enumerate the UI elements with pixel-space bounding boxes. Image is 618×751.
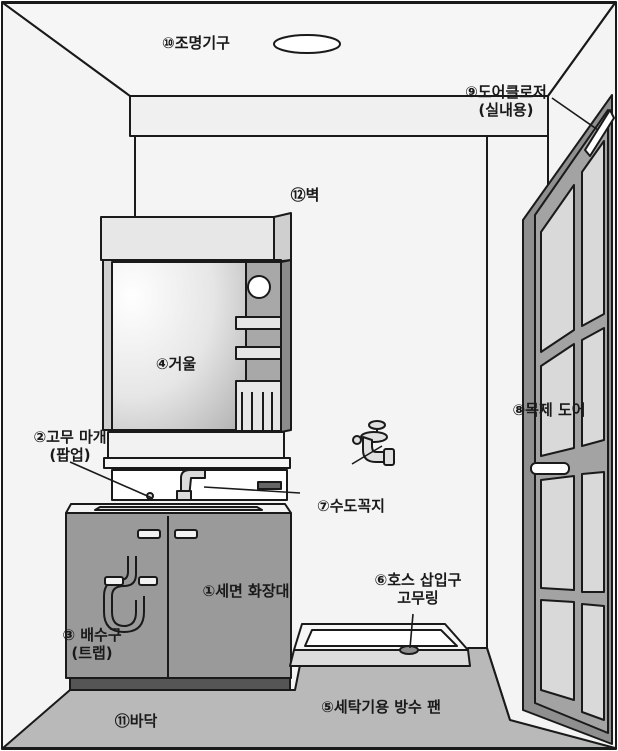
ceiling-beam bbox=[129, 95, 549, 137]
label-sink-vanity-text: ①세면 화장대 bbox=[202, 582, 290, 600]
mirror-glass bbox=[111, 261, 247, 431]
label-rubber-plug-line1: ②고무 마개 bbox=[33, 428, 107, 446]
vanity-unit bbox=[65, 212, 292, 691]
label-wood-door-text: ⑧목제 도어 bbox=[512, 401, 586, 419]
hose-rubber-ring bbox=[399, 645, 419, 655]
label-drain-line2: (트랩) bbox=[71, 644, 113, 662]
label-wall-text: ⑫벽 bbox=[290, 186, 320, 204]
label-door-closer: ⑨도어클로저 (실내용) bbox=[465, 83, 547, 119]
label-floor: ⑪바닥 bbox=[115, 712, 158, 730]
label-hose-ring-line2: 고무링 bbox=[397, 589, 439, 607]
label-ceiling-light-text: ⑩조명기구 bbox=[162, 34, 230, 52]
label-faucet: ⑦수도꼭지 bbox=[317, 497, 385, 515]
label-washer-pan-text: ⑤세탁기용 방수 팬 bbox=[321, 698, 441, 716]
label-rubber-plug-line2: (팝업) bbox=[49, 446, 91, 464]
label-door-closer-line2: (실내용) bbox=[478, 101, 534, 119]
label-door-closer-line1: ⑨도어클로저 bbox=[465, 83, 547, 101]
label-drain: ③ 배수구 (트랩) bbox=[62, 626, 121, 662]
washer-pan bbox=[289, 623, 471, 667]
wall-faucet bbox=[352, 420, 395, 466]
label-wood-door: ⑧목제 도어 bbox=[512, 401, 585, 419]
label-sink-vanity: ①세면 화장대 bbox=[203, 582, 290, 600]
label-hose-ring-line1: ⑥호스 삽입구 bbox=[374, 571, 462, 589]
label-rubber-plug: ②고무 마개 (팝업) bbox=[33, 428, 106, 464]
door-handle bbox=[530, 462, 570, 475]
drain-trap bbox=[111, 556, 137, 627]
label-wall: ⑫벽 bbox=[291, 186, 320, 204]
label-washer-pan: ⑤세탁기용 방수 팬 bbox=[321, 698, 441, 716]
label-drain-line1: ③ 배수구 bbox=[62, 626, 122, 644]
leader-lines bbox=[69, 97, 599, 649]
label-faucet-text: ⑦수도꼭지 bbox=[317, 497, 385, 515]
label-ceiling-light: ⑩조명기구 bbox=[162, 34, 230, 52]
door bbox=[522, 94, 615, 745]
label-mirror-text: ④거울 bbox=[155, 355, 197, 373]
label-mirror: ④거울 bbox=[156, 355, 196, 373]
label-hose-ring: ⑥호스 삽입구 고무링 bbox=[375, 571, 462, 607]
door-closer bbox=[584, 109, 615, 157]
ceiling-light bbox=[273, 34, 341, 54]
label-floor-text: ⑪바닥 bbox=[114, 712, 158, 730]
